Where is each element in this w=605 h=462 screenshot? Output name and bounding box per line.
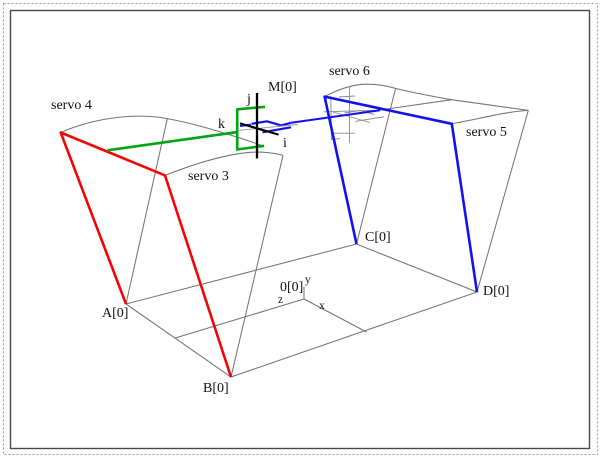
- svg-text:M[0]: M[0]: [268, 80, 297, 95]
- svg-text:x: x: [319, 300, 325, 312]
- svg-text:z: z: [278, 294, 283, 306]
- svg-text:servo 5: servo 5: [466, 125, 507, 140]
- svg-text:k: k: [218, 117, 225, 132]
- svg-text:i: i: [283, 136, 287, 151]
- svg-text:servo 4: servo 4: [51, 98, 92, 113]
- svg-text:0[0]: 0[0]: [280, 280, 303, 295]
- svg-text:y: y: [305, 274, 311, 286]
- svg-text:D[0]: D[0]: [483, 284, 509, 299]
- svg-text:j: j: [246, 92, 251, 107]
- svg-text:A[0]: A[0]: [102, 306, 128, 321]
- svg-text:servo 6: servo 6: [329, 64, 370, 79]
- svg-text:servo 3: servo 3: [188, 169, 229, 184]
- svg-text:C[0]: C[0]: [365, 230, 391, 245]
- svg-text:B[0]: B[0]: [203, 381, 229, 396]
